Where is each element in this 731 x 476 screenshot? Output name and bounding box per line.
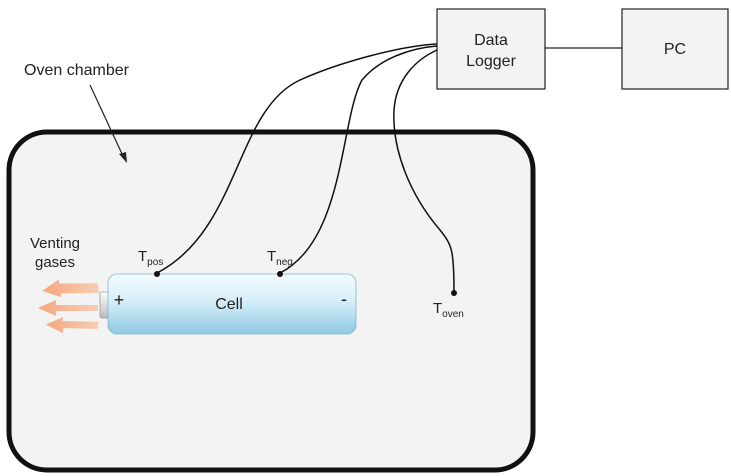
- venting-arrow: [38, 300, 98, 316]
- pc-label: PC: [664, 41, 686, 58]
- cell-negative-label: -: [341, 289, 347, 309]
- sensor-label-t-neg-sub: neg: [276, 257, 293, 268]
- wire-t-neg: [279, 45, 438, 274]
- pc-box: [621, 8, 729, 90]
- data-logger-label-line1: Data: [474, 32, 508, 49]
- cell-label: Cell: [215, 296, 243, 313]
- sensor-label-t-oven-base: T: [433, 300, 442, 317]
- sensor-label-t-pos: Tpos: [138, 248, 163, 268]
- sensor-label-t-oven-sub: oven: [442, 309, 464, 320]
- sensor-label-t-pos-sub: pos: [147, 257, 163, 268]
- sensor-label-t-neg-base: T: [267, 248, 276, 265]
- venting-arrow: [42, 279, 100, 298]
- data-logger-label-line2: Logger: [466, 53, 516, 70]
- wire-t-oven: [393, 49, 455, 293]
- venting-gases-label-line2: gases: [35, 254, 75, 271]
- cell-body: [107, 273, 357, 335]
- sensor-point-t-neg: [277, 271, 283, 277]
- sensor-label-t-oven: Toven: [433, 300, 464, 320]
- sensor-point-t-oven: [451, 290, 457, 296]
- oven-chamber-label: Oven chamber: [24, 62, 130, 79]
- venting-arrow: [45, 316, 99, 334]
- sensor-label-t-neg: Tneg: [267, 248, 293, 268]
- sensor-label-t-pos-base: T: [138, 248, 147, 265]
- data-logger-box: [436, 8, 546, 90]
- venting-arrows: [38, 279, 100, 334]
- cell-positive-label: +: [114, 290, 125, 310]
- wire-t-pos: [156, 43, 438, 274]
- venting-gases-label-line1: Venting: [30, 235, 80, 252]
- sensor-point-t-pos: [154, 271, 160, 277]
- oven-pointer-arrow: [89, 84, 124, 157]
- oven-pointer-arrowhead: [119, 152, 127, 163]
